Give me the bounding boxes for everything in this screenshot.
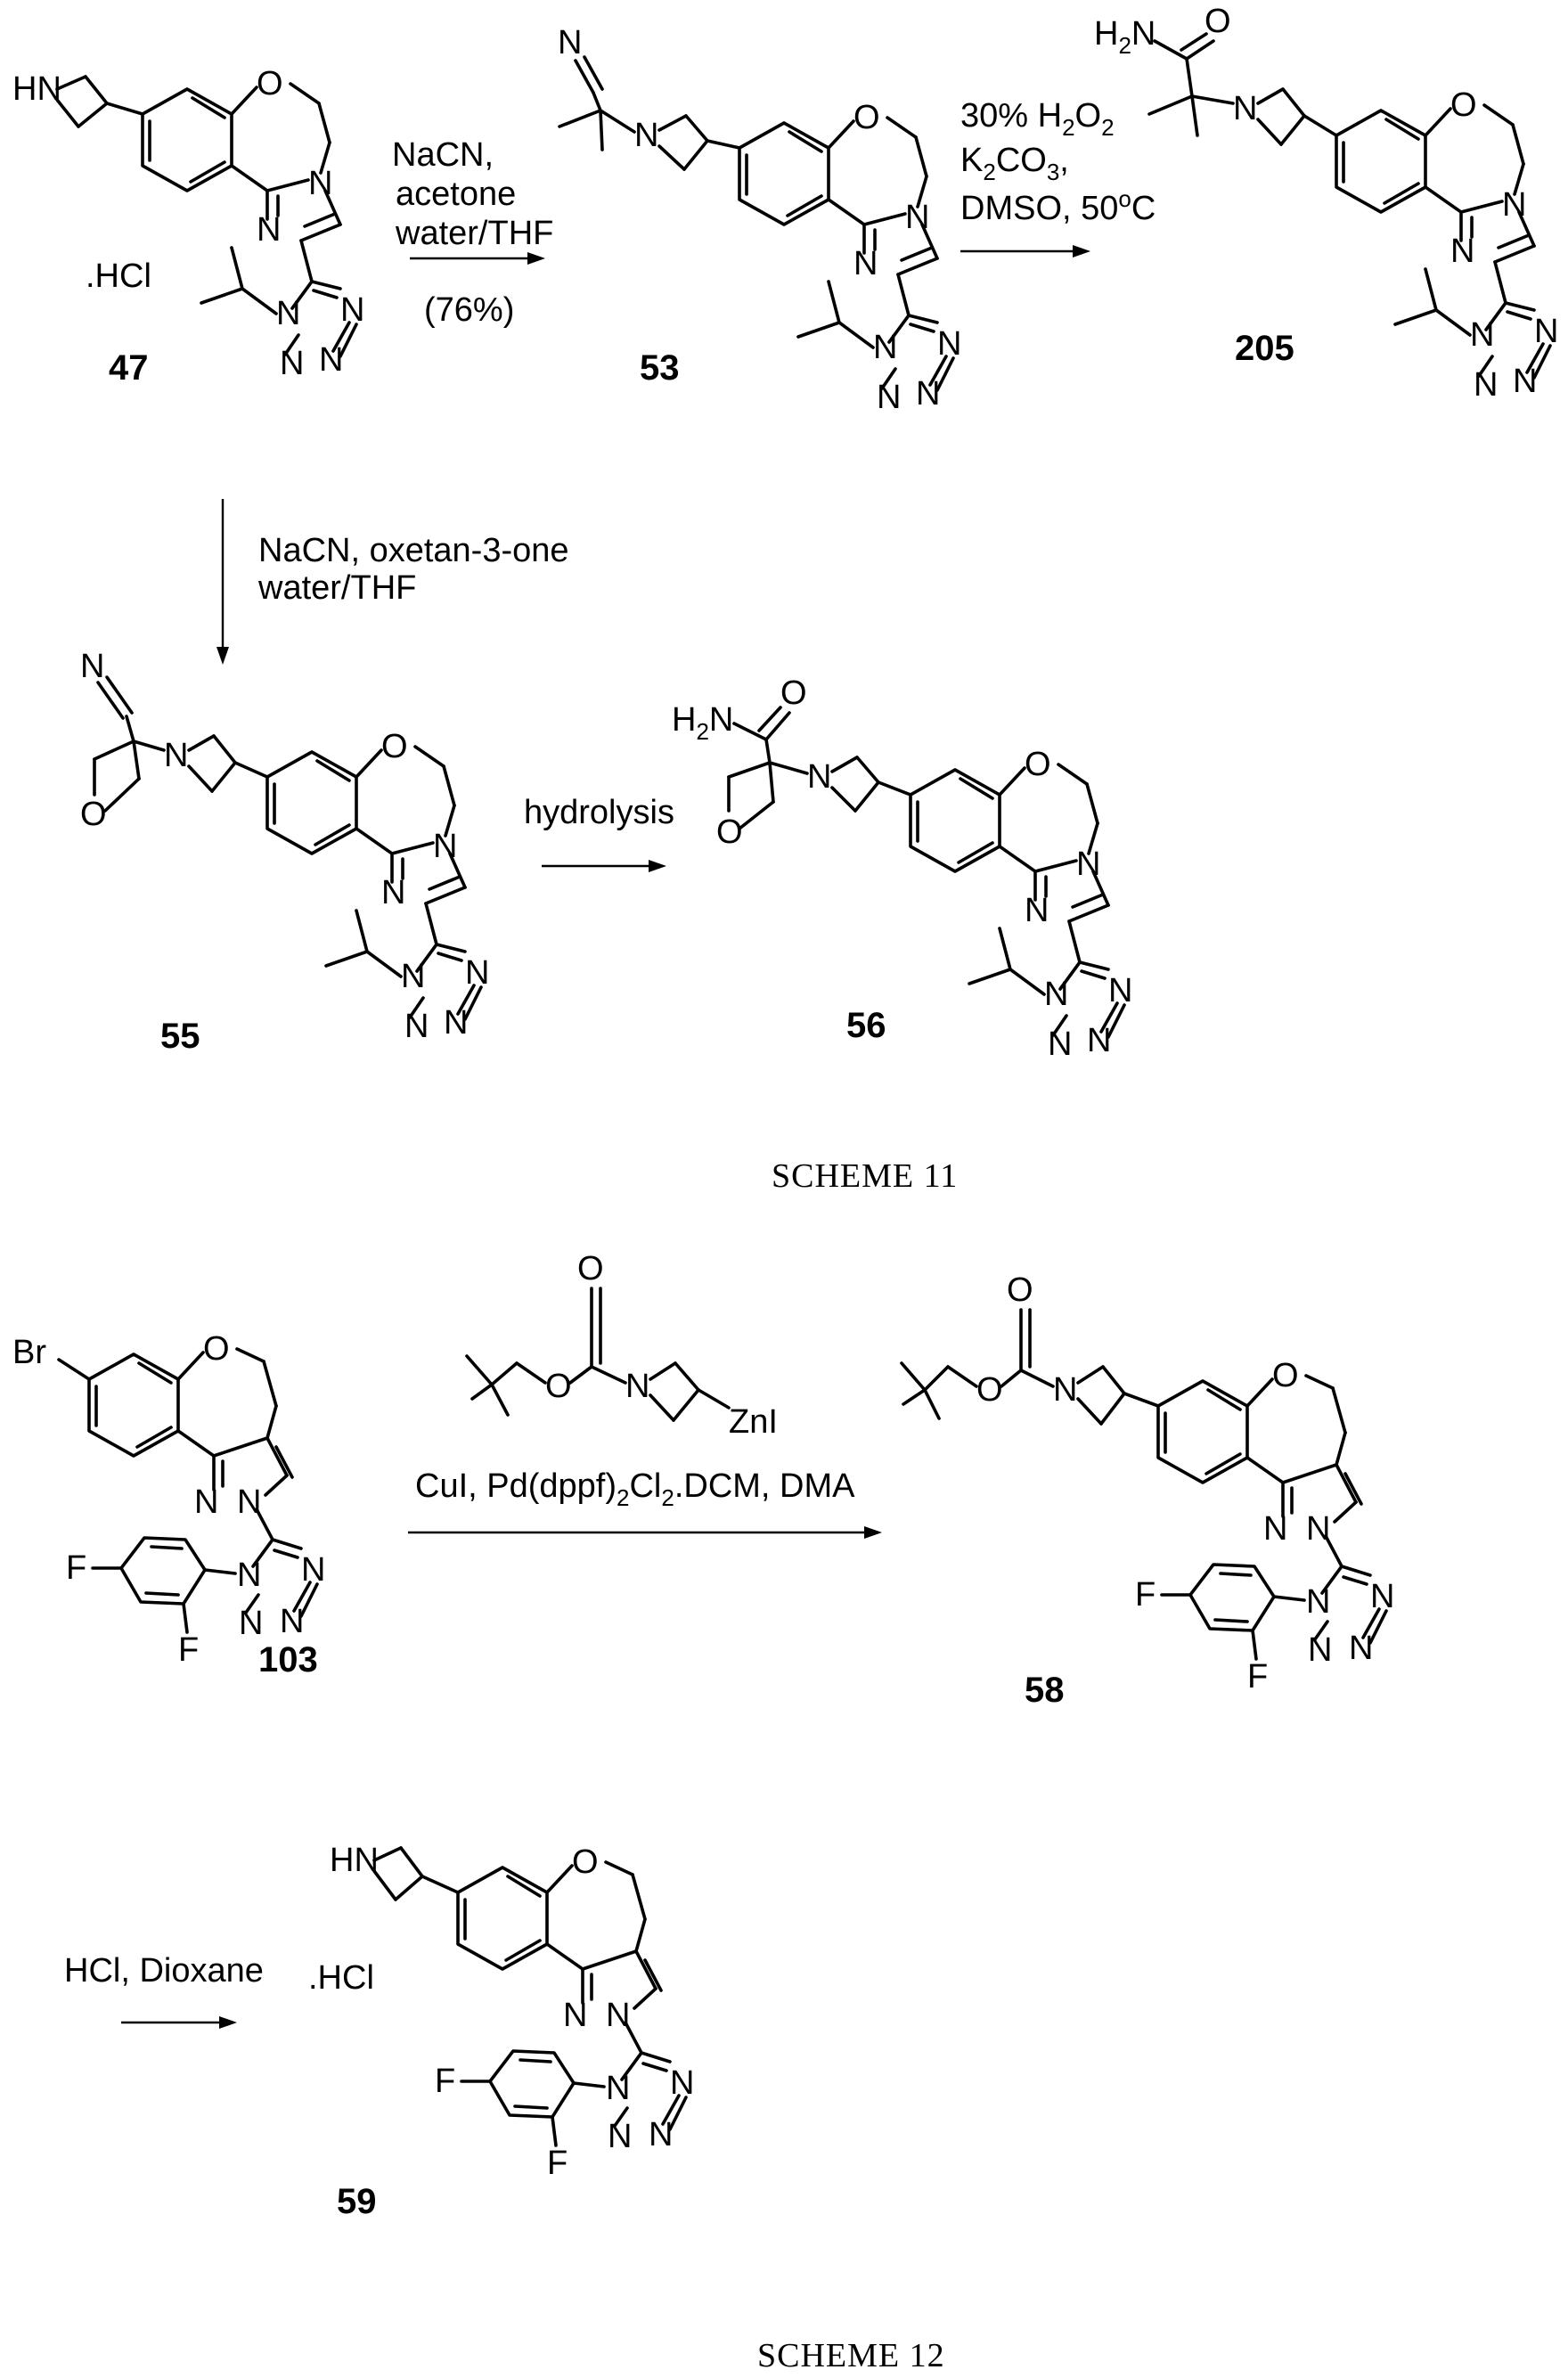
arrow1-line3: water/THF (395, 215, 553, 252)
compound-id-103: 103 (258, 1640, 318, 1679)
arrow2-line3: DMSO, 50oC (960, 185, 1156, 227)
arrow1-line1: NaCN, (392, 136, 494, 174)
compound-id-56: 56 (846, 1006, 886, 1045)
atom-label: N (558, 24, 582, 61)
atom-label: HN (12, 70, 61, 108)
atom-label: H2N (672, 701, 733, 745)
compound-id-47: 47 (109, 348, 149, 388)
atom-label: O (716, 813, 743, 851)
arrow2-line2: K2CO3, (960, 142, 1069, 185)
compound-id-205: 205 (1235, 329, 1294, 368)
reaction-arrow-4: hydrolysis (524, 794, 674, 872)
atom-label: O (780, 674, 807, 712)
atom-label: N (807, 758, 831, 796)
arrow3-line2: water/THF (257, 569, 416, 607)
atom-label: N (625, 1368, 649, 1405)
atom-label: O (1205, 3, 1231, 40)
arrow4-label: hydrolysis (524, 794, 674, 831)
zinc-iodide-label: ZnI (729, 1403, 778, 1441)
compound-205: H2N O N 205 (1094, 3, 1558, 404)
scheme-12-title: SCHEME 12 (757, 2337, 945, 2374)
arrow5-conditions: CuI, Pd(dppf)2Cl2.DCM, DMA (415, 1467, 855, 1511)
atom-label: N (634, 117, 658, 154)
atom-label: N (80, 648, 104, 685)
reaction-arrow-6: HCl, Dioxane (64, 1952, 264, 2029)
atom-label: Br (12, 1334, 46, 1371)
atom-label: O (577, 1250, 604, 1287)
atom-label: O (976, 1371, 1003, 1409)
atom-label: O (80, 796, 107, 833)
atom-label: H2N (1094, 15, 1156, 59)
atom-label: O (1007, 1271, 1033, 1309)
arrow6-label: HCl, Dioxane (64, 1952, 264, 1990)
azetidine-ring: HN (12, 70, 143, 127)
compound-58: O O N 58 (902, 1271, 1394, 1710)
hcl-salt: .HCl (86, 257, 151, 295)
atom-label: N (1053, 1371, 1077, 1409)
compound-56: H2N O O N 56 (672, 674, 1132, 1063)
atom-label: N (1233, 90, 1257, 127)
hcl-salt: .HCl (308, 1959, 374, 1997)
reaction-arrow-5: O O N ZnI CuI, Pd(dppf)2Cl2.DCM, DMA (408, 1250, 882, 1539)
arrow2-line1: 30% H2O2 (960, 97, 1115, 141)
compound-47: HN .HCl 47 (12, 65, 364, 388)
atom-label: HN (330, 1842, 379, 1879)
reaction-arrow-1: NaCN, acetone water/THF (76%) (392, 136, 553, 329)
compound-id-53: 53 (640, 348, 680, 388)
scheme-11-title: SCHEME 11 (772, 1157, 958, 1195)
compound-id-59: 59 (337, 2182, 377, 2221)
arrow1-line2: acetone (396, 176, 516, 213)
compound-103: Br 103 (12, 1330, 325, 1679)
reaction-arrow-2: 30% H2O2 K2CO3, DMSO, 50oC (960, 97, 1156, 257)
reaction-arrow-3: NaCN, oxetan-3-one water/THF (216, 499, 569, 665)
arrow3-line1: NaCN, oxetan-3-one (258, 532, 569, 569)
compound-id-55: 55 (160, 1017, 200, 1056)
atom-label: O (545, 1368, 572, 1405)
compound-53: N N 53 (558, 24, 961, 416)
atom-label: N (164, 737, 188, 774)
compound-55: N O N 55 (80, 648, 489, 1056)
compound-59: HN .HCl 59 (308, 1842, 694, 2221)
compound-id-58: 58 (1025, 1671, 1065, 1710)
arrow1-yield: (76%) (424, 291, 514, 329)
